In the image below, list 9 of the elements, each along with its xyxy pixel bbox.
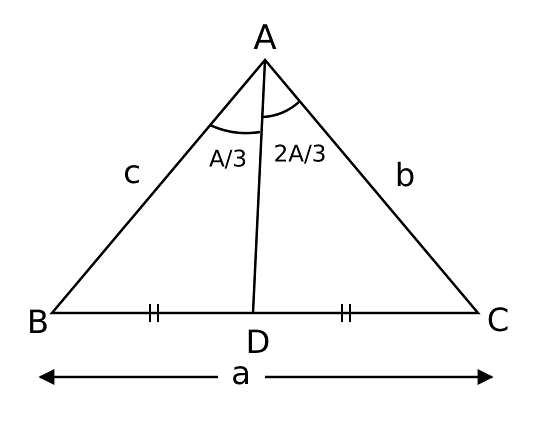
vertex-label: B <box>27 306 49 338</box>
angle-label: 2A/3 <box>274 144 326 166</box>
vertex-label: D <box>246 326 270 358</box>
side-label: c <box>123 156 141 188</box>
angle-label: A/3 <box>208 148 248 172</box>
side-label: a <box>231 357 251 389</box>
side-label: b <box>394 159 416 191</box>
vertex-label: A <box>253 21 277 55</box>
vertex-label: C <box>486 304 510 336</box>
